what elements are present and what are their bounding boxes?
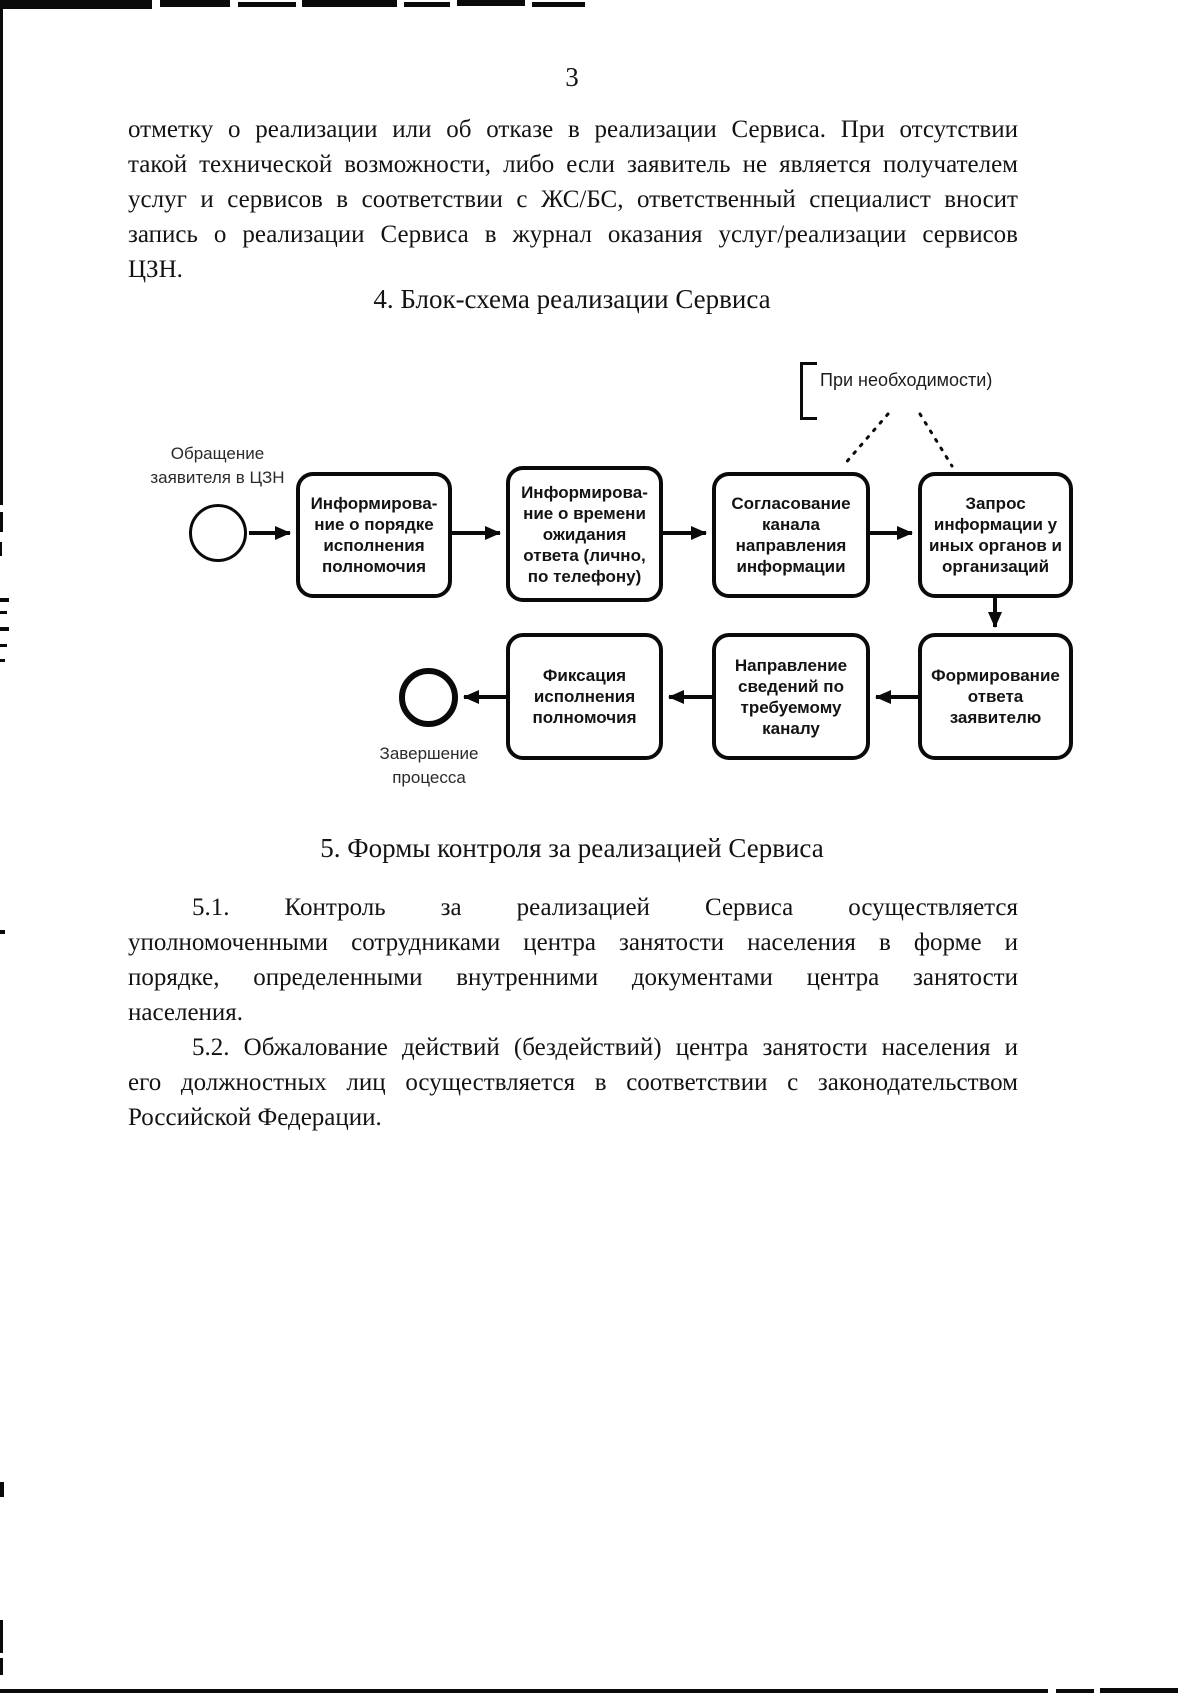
flowchart-box-inform-wait-time: Информирова- ние о времени ожидания отве… <box>506 466 663 602</box>
flowchart-box-text: Направление сведений по требуемому канал… <box>734 655 848 738</box>
section4-heading: 4. Блок-схема реализации Сервиса <box>373 284 771 314</box>
scan-artifact-left <box>0 627 9 631</box>
start-event-circle <box>189 504 247 562</box>
scan-artifact-top <box>0 0 152 9</box>
intro-line: запись о реализации Сервиса в журнал ока… <box>128 221 1018 248</box>
intro-line: ЦЗН. <box>128 256 183 283</box>
scan-artifact-left <box>0 598 9 602</box>
end-event-circle <box>399 668 458 727</box>
scan-artifact-left <box>0 930 5 934</box>
flowchart-box-text: Согласование канала направления информац… <box>731 494 851 576</box>
para-5-2-line: Российской Федерации. <box>128 1104 382 1131</box>
scan-artifact-bottom <box>1056 1689 1094 1693</box>
flowchart-box-text: Информирова- ние о времени ожидания отве… <box>521 482 648 586</box>
flowchart-box-text: Формирование ответа заявителю <box>931 666 1060 727</box>
bracket-icon <box>800 362 817 420</box>
scan-artifact-top <box>160 0 230 7</box>
scan-artifact-left <box>0 1658 3 1675</box>
flowchart-box-request-info: Запрос информации у иных органов и орган… <box>918 472 1073 598</box>
para-5-1-line: уполномоченными сотрудниками центра заня… <box>128 929 1018 956</box>
section5-heading: 5. Формы контроля за реализацией Сервиса <box>320 833 824 863</box>
flowchart-box-text: Фиксация исполнения полномочия <box>532 666 637 727</box>
start-event-label: Обращение заявителя в ЦЗН <box>150 444 285 487</box>
flowchart-box-text: Информирова- ние о порядке исполнения по… <box>310 494 438 576</box>
para-5-1-line: 5.1. Контроль за реализацией Сервиса осу… <box>192 894 1018 921</box>
scan-artifact-bottom <box>1100 1688 1178 1693</box>
intro-paragraph: отметку о реализации или об отказе в реа… <box>128 112 1018 287</box>
scan-artifact-left <box>0 542 2 556</box>
end-event-label: Завершение процесса <box>379 744 479 787</box>
scan-artifact-top <box>404 2 450 7</box>
paragraph-5-2: 5.2. Обжалование действий (бездействий) … <box>128 1030 1018 1135</box>
scan-artifact-left <box>0 512 3 532</box>
scan-artifact-top <box>238 2 296 7</box>
flowchart-box-send-data: Направление сведений по требуемому канал… <box>712 633 870 760</box>
paragraph-5-1: 5.1. Контроль за реализацией Сервиса осу… <box>128 890 1018 1030</box>
intro-line: отметку о реализации или об отказе в реа… <box>128 116 1018 143</box>
scan-artifact-top <box>302 0 397 7</box>
scan-artifact-left <box>0 1482 4 1497</box>
scan-artifact-left <box>0 659 5 662</box>
page-number: 3 <box>565 62 579 92</box>
scan-artifact-left <box>0 1620 3 1653</box>
para-5-1-line: порядке, определенными внутренними докум… <box>128 964 1018 991</box>
scan-artifact-left <box>0 611 7 614</box>
flowchart-box-fix-execution: Фиксация исполнения полномочия <box>506 633 663 760</box>
flowchart-box-form-answer: Формирование ответа заявителю <box>918 633 1073 760</box>
para-5-2-line: его должностных лиц осуществляется в соо… <box>128 1069 1018 1096</box>
scan-artifact-bottom <box>0 1689 1048 1693</box>
scan-artifact-left <box>0 644 7 647</box>
scan-artifact-top <box>457 0 525 6</box>
intro-line: услуг и сервисов в соответствии с ЖС/БС,… <box>128 186 1018 213</box>
flowchart-annotation: При необходимости) <box>820 370 993 390</box>
flowchart-box-text: Запрос информации у иных органов и орган… <box>929 494 1062 576</box>
flowchart-box-channel-approval: Согласование канала направления информац… <box>712 472 870 598</box>
flowchart-box-inform-order: Информирова- ние о порядке исполнения по… <box>296 472 452 598</box>
intro-line: такой технической возможности, либо если… <box>128 151 1018 178</box>
scan-artifact-top <box>532 2 585 7</box>
para-5-1-line: населения. <box>128 999 244 1026</box>
para-5-2-line: 5.2. Обжалование действий (бездействий) … <box>192 1034 1018 1061</box>
scan-artifact-left <box>0 0 3 505</box>
